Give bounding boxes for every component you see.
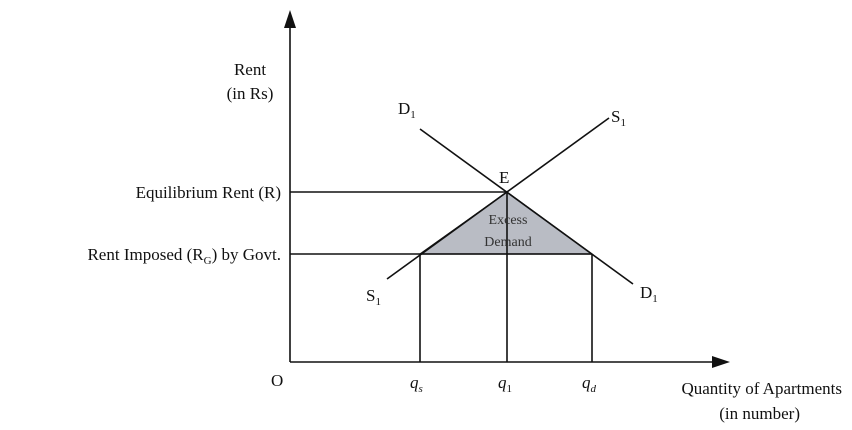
imposed-rent-label: Rent Imposed (RG) by Govt. <box>87 245 281 267</box>
q1-label: q1 <box>498 373 512 395</box>
supply-label-top: S1 <box>611 107 626 129</box>
demand-label-top: D1 <box>398 99 416 121</box>
x-axis-arrow <box>712 356 730 368</box>
excess-demand-label-line1: Excess <box>489 213 528 228</box>
y-axis-label-line1: Rent <box>234 60 266 79</box>
equilibrium-rent-label: Equilibrium Rent (R) <box>136 183 281 202</box>
demand-label-bottom: D1 <box>640 283 658 305</box>
qs-label: qs <box>410 373 423 395</box>
x-axis-label-line2: (in number) <box>719 404 800 423</box>
qd-label: qd <box>582 373 597 395</box>
y-axis-label-line2: (in Rs) <box>227 84 274 103</box>
excess-demand-label-line2: Demand <box>484 235 531 250</box>
x-axis-label-line1: Quantity of Apartments <box>681 379 842 398</box>
supply-label-bottom: S1 <box>366 286 381 308</box>
demand-curve <box>419 128 634 285</box>
equilibrium-point-label: E <box>499 168 509 187</box>
origin-label: O <box>271 371 283 390</box>
supply-curve <box>386 117 610 280</box>
y-axis-arrow <box>284 10 296 28</box>
